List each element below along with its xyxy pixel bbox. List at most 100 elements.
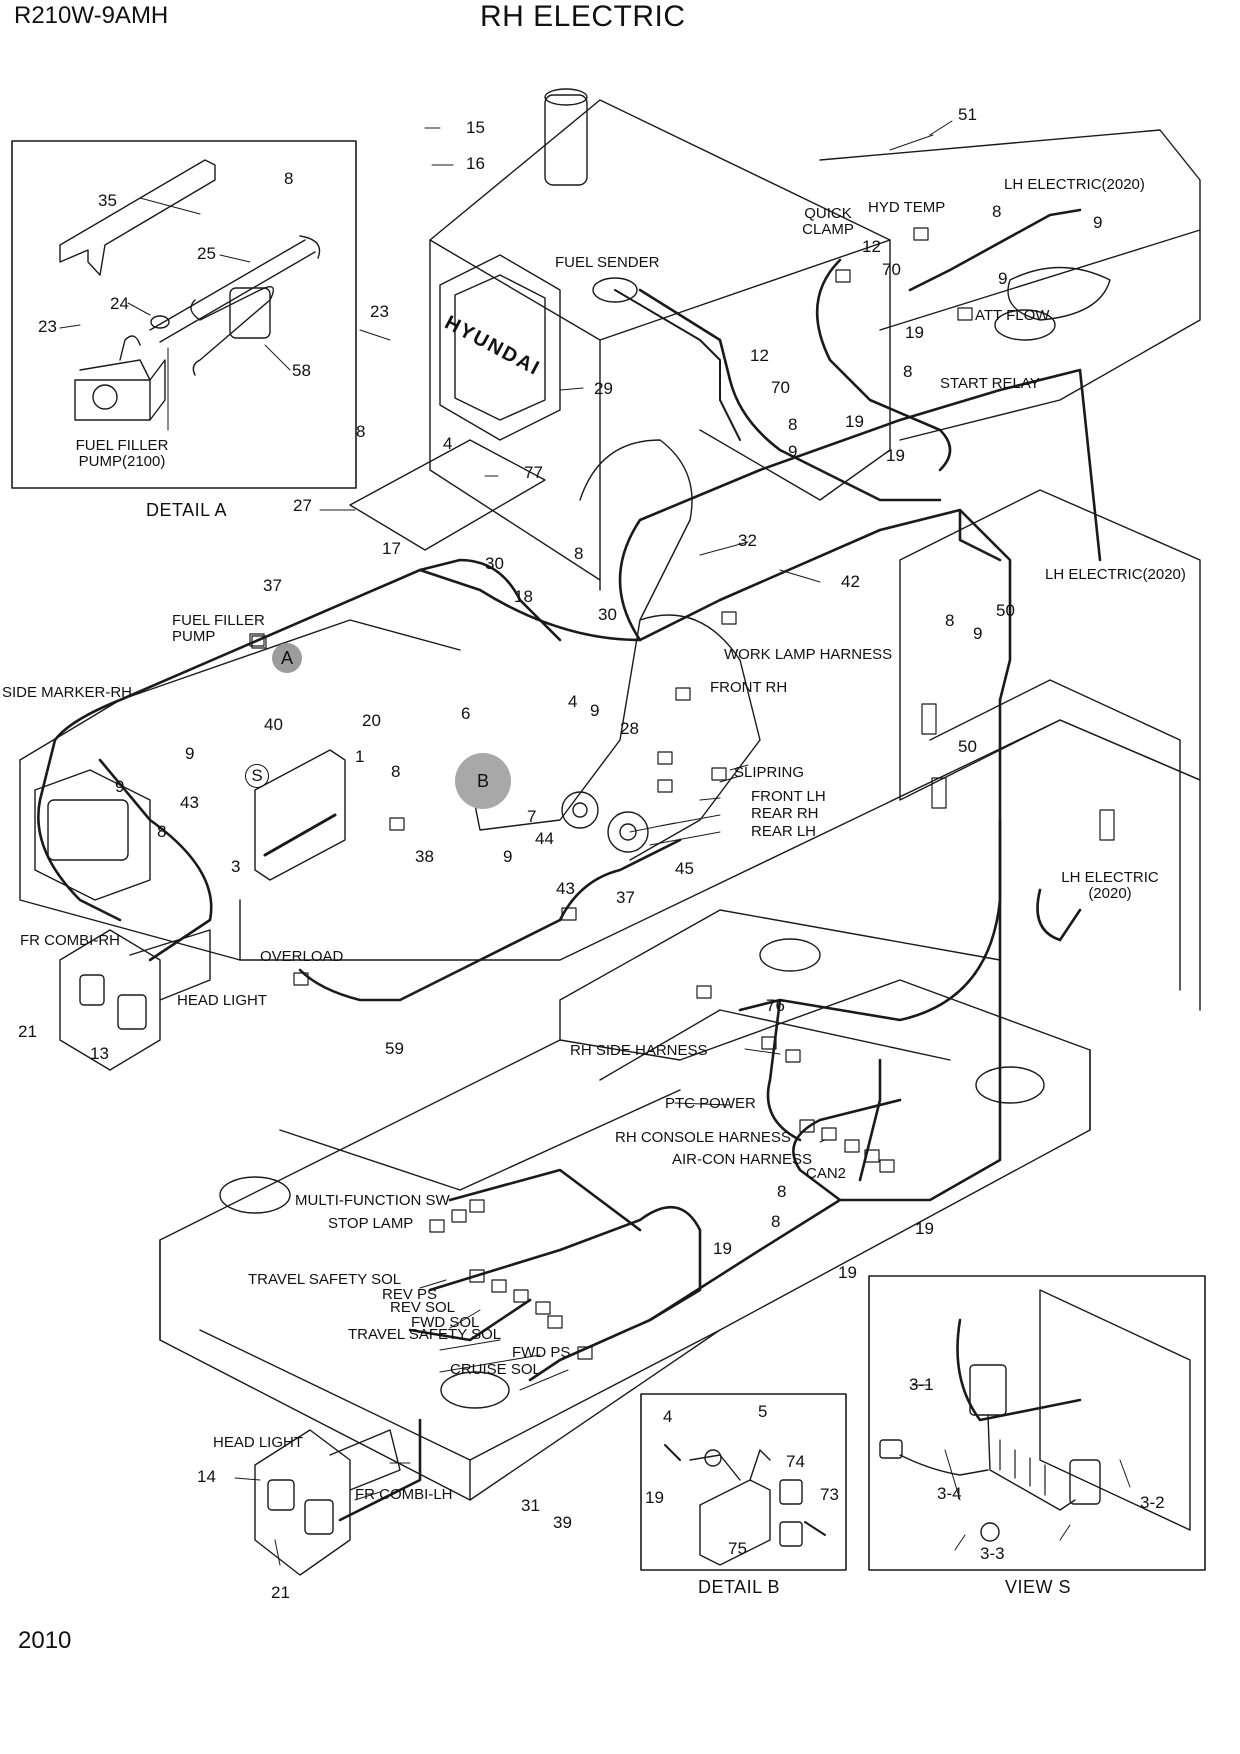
part-number: 59 (385, 1039, 404, 1058)
part-number: 12 (750, 346, 769, 365)
part-number: 70 (771, 378, 790, 397)
label-side-marker-rh: SIDE MARKER-RH (2, 684, 133, 701)
part-number: 20 (362, 711, 381, 730)
detail-b-frame (640, 1393, 847, 1571)
callout-a: A (272, 643, 302, 673)
part-number: 77 (524, 463, 543, 482)
part-number: 8 (356, 422, 366, 441)
part-number: 8 (771, 1212, 781, 1231)
part-number: 9 (973, 624, 983, 643)
callout-s: S (245, 764, 269, 788)
part-number: 44 (535, 829, 554, 848)
part-number: 21 (271, 1583, 290, 1602)
label-fuel-sender: FUEL SENDER (555, 254, 660, 271)
view-s-frame (868, 1275, 1206, 1571)
quick-clamp-text: QUICK CLAMP (802, 205, 854, 238)
view-s-part-3-2: 3-2 (1140, 1493, 1165, 1512)
part-number: 39 (553, 1513, 572, 1532)
part-number: 9 (503, 847, 513, 866)
label-travel-safety-sol-2: TRAVEL SAFETY SOL (348, 1326, 502, 1343)
label-hyd-temp: HYD TEMP (868, 199, 946, 216)
part-number: 50 (958, 737, 977, 756)
detail-b-part-19: 19 (645, 1488, 664, 1507)
label-head-light-top: HEAD LIGHT (177, 992, 268, 1009)
detail-a-part-24: 24 (110, 294, 129, 313)
harness-wires (37, 208, 1102, 1522)
part-number: 4 (568, 692, 578, 711)
label-air-con-harness: AIR-CON HARNESS (672, 1151, 813, 1168)
label-fr-combi-lh: FR COMBI-LH (355, 1486, 453, 1503)
label-work-lamp-harness: WORK LAMP HARNESS (724, 646, 893, 663)
headlight-rh-drawing (59, 929, 211, 1071)
label-slipring: SLIPRING (734, 764, 805, 781)
part-number: 29 (594, 379, 613, 398)
part-number: 9 (590, 701, 600, 720)
label-travel-safety-sol-1: TRAVEL SAFETY SOL (248, 1271, 402, 1288)
detail-b-parts (664, 1444, 826, 1566)
part-number: 30 (598, 605, 617, 624)
part-number: 28 (620, 719, 639, 738)
label-lh-electric-mid: LH ELECTRIC(2020) (1045, 566, 1186, 583)
view-s-caption: VIEW S (1005, 1577, 1072, 1597)
connectors (249, 227, 1115, 1360)
part-number: 12 (862, 237, 881, 256)
relay-panel-s (254, 749, 346, 881)
label-quick-clamp: QUICK CLAMP (802, 206, 854, 238)
part-number: 76 (766, 996, 785, 1015)
part-number: 19 (886, 446, 905, 465)
part-number: 43 (180, 793, 199, 812)
part-number: 50 (996, 601, 1015, 620)
part-number: 19 (838, 1263, 857, 1282)
detail-b-part-4: 4 (663, 1407, 673, 1426)
leader-lines (59, 120, 1131, 1566)
label-rear-rh: REAR RH (751, 805, 819, 822)
part-number: 40 (264, 715, 283, 734)
part-number: 9 (185, 744, 195, 763)
part-number: 30 (485, 554, 504, 573)
part-number: 8 (157, 822, 167, 841)
part-number: 14 (197, 1467, 216, 1486)
view-s-part-3-3: 3-3 (980, 1544, 1005, 1563)
label-front-lh: FRONT LH (751, 788, 826, 805)
model-number: R210W-9AMH (14, 2, 169, 29)
headlight-lh-drawing (254, 1429, 401, 1576)
detail-a-part-23: 23 (38, 317, 57, 336)
detail-a-part-58: 58 (292, 361, 311, 380)
detail-a-part-25: 25 (197, 244, 216, 263)
label-att-flow: ATT FLOW (975, 307, 1050, 324)
part-number: 32 (738, 531, 757, 550)
part-number: 37 (263, 576, 282, 595)
label-stop-lamp: STOP LAMP (328, 1215, 414, 1232)
label-rh-side-harness: RH SIDE HARNESS (570, 1042, 708, 1059)
label-fwd-ps: FWD PS (512, 1344, 571, 1361)
part-number: 1 (355, 747, 365, 766)
label-rh-console-harness: RH CONSOLE HARNESS (615, 1129, 791, 1146)
label-fr-combi-rh: FR COMBI-RH (20, 932, 120, 949)
part-number: 9 (1093, 213, 1103, 232)
label-can2: CAN2 (806, 1165, 847, 1182)
part-number: 9 (998, 269, 1008, 288)
part-number: 23 (370, 302, 389, 321)
part-number: 8 (903, 362, 913, 381)
label-fwd-sol: FWD SOL (411, 1314, 480, 1331)
part-number: 8 (391, 762, 401, 781)
part-number: 45 (675, 859, 694, 878)
detail-b-caption: DETAIL B (698, 1577, 781, 1597)
view-s-parts (879, 1289, 1191, 1542)
part-number: 19 (713, 1239, 732, 1258)
part-number: 9 (788, 442, 798, 461)
label-rev-ps: REV PS (382, 1286, 438, 1303)
part-number: 31 (521, 1496, 540, 1515)
label-overload: OVERLOAD (260, 948, 344, 965)
part-number: 15 (466, 118, 485, 137)
label-multi-function-sw: MULTI-FUNCTION SW (295, 1192, 450, 1209)
part-number: 42 (841, 572, 860, 591)
part-number: 17 (382, 539, 401, 558)
label-fuel-filler-pump: FUEL FILLER PUMP (172, 613, 265, 645)
part-number: 38 (415, 847, 434, 866)
part-number: 6 (461, 704, 471, 723)
part-number: 51 (958, 105, 977, 124)
part-number: 18 (514, 587, 533, 606)
page-title: RH ELECTRIC (480, 0, 686, 33)
